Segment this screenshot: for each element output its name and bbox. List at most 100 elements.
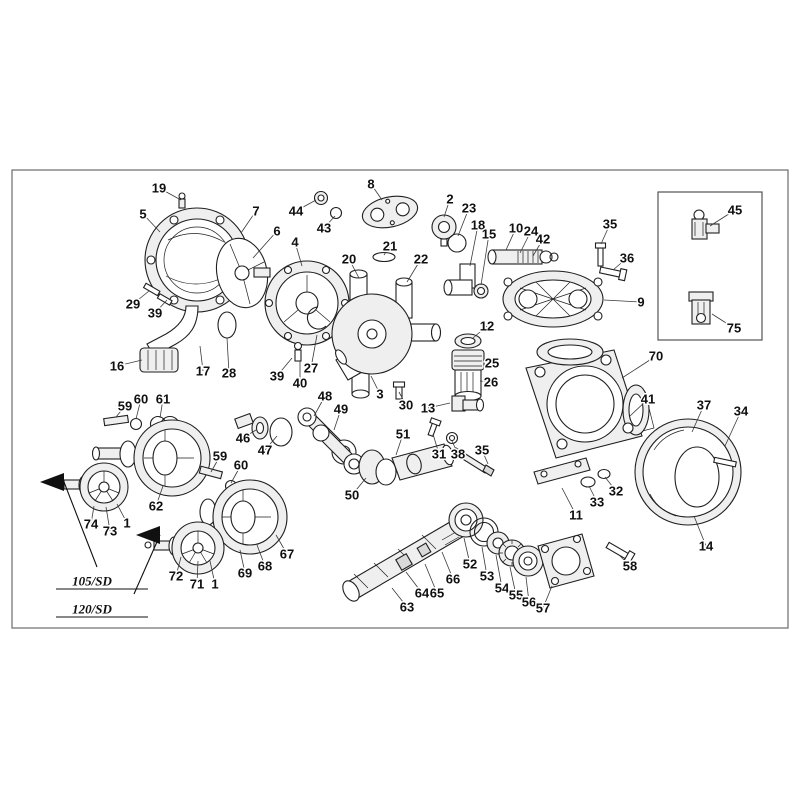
leader-line-15-6 <box>252 230 278 259</box>
part-label-30-27: 27 <box>304 361 318 376</box>
part-label-5-43: 43 <box>317 221 331 236</box>
leader-line-51-35 <box>481 449 489 465</box>
leader-line-31-3 <box>370 375 381 395</box>
part-label-3-44: 44 <box>289 204 304 219</box>
part-label-12-42: 42 <box>536 232 550 247</box>
part-cap-44 <box>313 190 329 206</box>
part-label-23-9: 9 <box>637 295 644 310</box>
part-label-4-8: 8 <box>367 177 374 192</box>
leader-line-69-52 <box>463 537 471 565</box>
part-washer-38 <box>445 431 459 445</box>
leader-line-0-19 <box>158 187 182 201</box>
part-label-27-28: 28 <box>222 366 236 381</box>
part-label-69-52: 52 <box>463 557 477 572</box>
leader-line-64-71 <box>196 560 199 585</box>
part-circlip-27 <box>306 306 327 330</box>
leader-line-74-57 <box>542 585 553 609</box>
part-pump-body-3 <box>331 269 442 399</box>
part-crankcase-70 <box>525 338 650 459</box>
leader-line-27-28 <box>226 337 230 374</box>
leader-line-56-74 <box>90 505 95 525</box>
leader-line-33-25 <box>482 359 493 364</box>
leader-line-72-55 <box>509 566 517 596</box>
part-flange-57 <box>537 533 595 589</box>
part-label-10-10: 10 <box>509 221 523 236</box>
part-label-9-15: 15 <box>482 227 496 242</box>
leader-line-37-70 <box>621 355 657 379</box>
part-bolt-58 <box>605 541 636 565</box>
part-label-2-7: 7 <box>252 204 259 219</box>
part-label-43-61: 61 <box>156 392 170 407</box>
leader-line-20-36 <box>612 257 628 271</box>
part-crank-50-51 <box>358 443 455 486</box>
leader-line-14-45 <box>709 209 736 227</box>
part-fitting-45 <box>691 209 720 240</box>
part-label-48-51: 51 <box>396 427 410 442</box>
part-grease-nipple-19 <box>178 192 186 209</box>
part-label-19-22: 22 <box>414 252 428 267</box>
leader-line-65-1 <box>209 560 216 585</box>
part-flange-plate-8 <box>361 195 419 229</box>
part-ring-32 <box>597 468 611 480</box>
leader-line-43-61 <box>159 398 164 419</box>
part-label-54-50: 50 <box>345 488 359 503</box>
part-label-20-36: 36 <box>620 251 634 266</box>
leader-line-35-30 <box>398 391 407 406</box>
leader-line-79-66 <box>441 551 454 580</box>
part-label-58-1: 1 <box>123 516 130 531</box>
part-label-55-62: 62 <box>149 499 163 514</box>
part-label-62-14: 14 <box>699 539 714 554</box>
leader-line-5-43 <box>323 215 336 229</box>
leader-line-67-68 <box>256 544 266 567</box>
part-label-46-46: 46 <box>236 431 250 446</box>
leader-line-49-31 <box>432 433 440 455</box>
leader-line-41-59 <box>115 405 126 418</box>
leader-line-61-11 <box>561 487 577 516</box>
part-seal-56 <box>512 545 544 577</box>
leader-line-42-60 <box>135 398 142 420</box>
part-label-65-1: 1 <box>211 577 218 592</box>
leader-line-58-1 <box>116 503 128 524</box>
leader-line-55-62 <box>155 485 164 507</box>
part-label-0-19: 19 <box>152 181 166 196</box>
leader-line-66-69 <box>239 549 246 574</box>
leader-line-40-34 <box>724 410 742 447</box>
part-ring-15 <box>473 283 489 299</box>
part-label-28-39: 39 <box>270 369 284 384</box>
part-label-66-69: 69 <box>238 566 252 581</box>
part-label-25-16: 16 <box>110 359 124 374</box>
leader-line-44-48 <box>313 395 326 417</box>
leader-line-59-32 <box>604 476 617 492</box>
leader-line-36-13 <box>427 402 451 409</box>
part-label-38-41: 41 <box>641 392 655 407</box>
part-label-26-17: 17 <box>196 364 210 379</box>
leader-line-30-27 <box>310 334 318 369</box>
part-label-79-66: 66 <box>446 572 460 587</box>
part-label-11-24: 24 <box>524 224 539 239</box>
part-label-56-74: 74 <box>84 517 99 532</box>
part-oring-21 <box>372 251 396 263</box>
part-label-51-35: 35 <box>475 443 489 458</box>
leader-line-17-21 <box>383 245 391 256</box>
leader-line-70-53 <box>481 546 488 577</box>
part-damper-housing-62 <box>91 419 211 497</box>
part-label-24-75: 75 <box>727 321 741 336</box>
part-label-13-35: 35 <box>603 217 617 232</box>
part-label-49-31: 31 <box>432 447 446 462</box>
leader-line-2-7 <box>240 210 257 234</box>
part-label-75-58: 58 <box>623 559 637 574</box>
leader-line-16-4 <box>294 241 303 267</box>
part-label-45-49: 49 <box>334 402 348 417</box>
variant-pointer-120sd <box>133 526 161 595</box>
part-label-31-3: 3 <box>376 387 383 402</box>
leader-lines <box>90 183 742 609</box>
part-fitting-13 <box>451 395 485 412</box>
part-elbow-18 <box>443 263 476 296</box>
leader-line-68-67 <box>275 534 288 555</box>
part-label-52-59: 59 <box>213 449 227 464</box>
leader-line-12-42 <box>532 238 544 257</box>
leader-line-3-44 <box>295 199 317 212</box>
part-label-35-30: 30 <box>399 398 413 413</box>
part-ring-43 <box>329 206 343 220</box>
part-label-74-57: 57 <box>536 601 550 616</box>
